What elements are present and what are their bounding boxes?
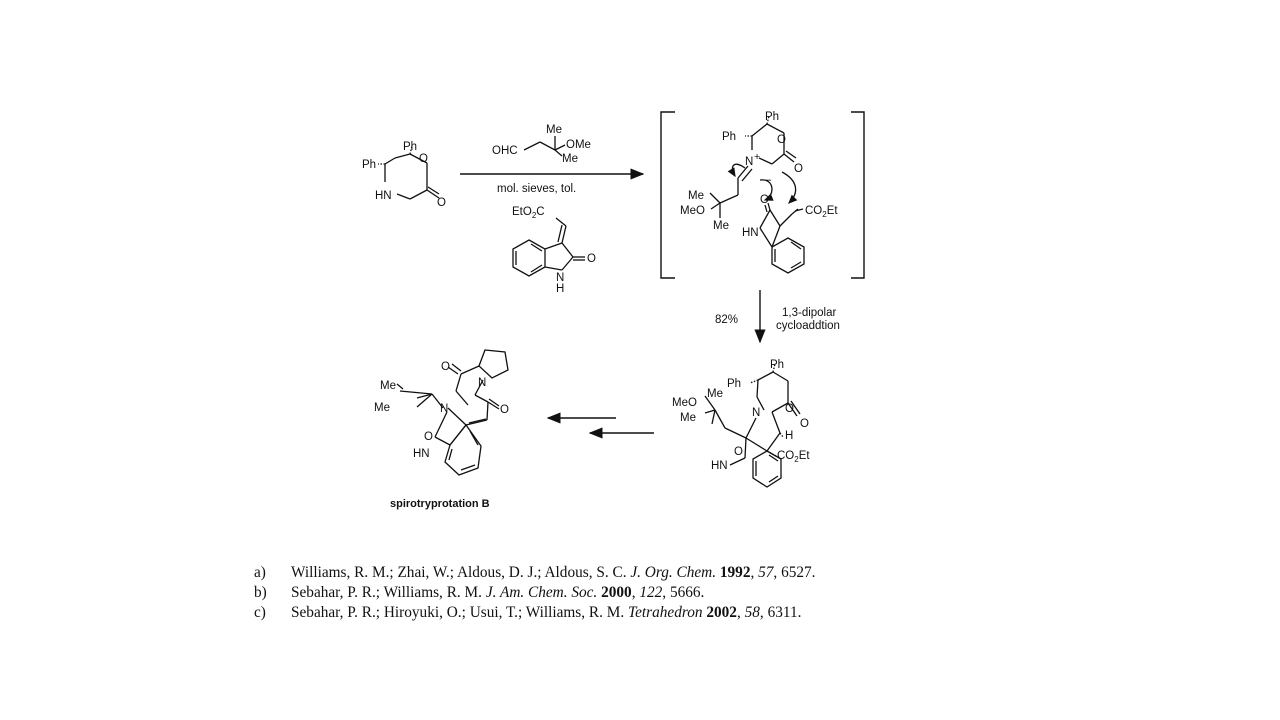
reference-authors: Sebahar, P. R.; Williams, R. M.	[291, 584, 482, 601]
reference-year: 2002	[706, 604, 737, 621]
start-hn: HN	[375, 190, 392, 202]
cycloadduct-structure	[704, 363, 801, 488]
int-o-oxindole: O	[760, 194, 769, 206]
product-o-right: O	[500, 404, 509, 416]
adduct-ph-top: Ph	[770, 359, 784, 371]
int-co2et: CO2Et	[805, 205, 838, 219]
start-o-ring: O	[419, 153, 428, 165]
adduct-meo: MeO	[672, 397, 697, 409]
aldehyde-reagent	[523, 136, 566, 157]
product-o-top: O	[441, 361, 450, 373]
product-me-top: Me	[380, 380, 396, 392]
spirotryprostatin-product	[396, 349, 509, 476]
reference-pages: 6527.	[781, 564, 816, 581]
reference-authors: Sebahar, P. R.; Hiroyuki, O.; Usui, T.; …	[291, 604, 625, 621]
reference-tag: b)	[254, 584, 267, 601]
int-ph-left: Ph	[722, 131, 736, 143]
int-ph-top: Ph	[765, 111, 779, 123]
step2-yield: 82%	[715, 314, 738, 326]
reference-journal: J. Org. Chem.	[630, 564, 717, 581]
aldehyde-me-top: Me	[546, 124, 562, 136]
adduct-ph-left: Ph	[727, 378, 741, 390]
product-o-oxindole: O	[424, 431, 433, 443]
reference-volume: 58	[744, 604, 760, 621]
ylidene-eto2c: EtO2C	[512, 206, 545, 220]
start-o-carbonyl: O	[437, 197, 446, 209]
reference-authors: Williams, R. M.; Zhai, W.; Aldous, D. J.…	[291, 564, 627, 581]
reference-year: 1992	[719, 564, 751, 581]
reference-item: a) Williams, R. M.; Zhai, W.; Aldous, D. …	[254, 564, 816, 581]
reference-pages: 5666.	[669, 584, 705, 601]
product-n-left: N	[440, 403, 448, 415]
aldehyde-me-bottom: Me	[562, 153, 578, 165]
conditions-text: mol. sieves, tol.	[497, 183, 576, 195]
adduct-o-ring: O	[785, 403, 794, 415]
reaction-scheme: Ph Ph O HN O OHC Me OMe Me mol. sieves, …	[362, 111, 865, 510]
reference-volume: 122	[639, 584, 663, 601]
int-hn: HN	[742, 227, 759, 239]
int-meo: MeO	[680, 205, 705, 217]
ylidene-n: N	[556, 272, 564, 284]
int-me-top: Me	[688, 190, 704, 202]
reference-year: 2000	[601, 584, 632, 601]
product-me-bottom: Me	[374, 402, 390, 414]
ylidene-oxindole-reagent	[512, 217, 585, 277]
product-caption: spirotryprotation B	[390, 498, 490, 510]
start-ph-top: Ph	[403, 141, 417, 153]
reference-tag: c)	[254, 604, 266, 621]
int-minus-charge: −	[765, 175, 772, 187]
step2-reaction-line2: cycloaddtion	[776, 320, 840, 332]
adduct-hn: HN	[711, 460, 728, 472]
reference-journal: J. Am. Chem. Soc.	[485, 584, 598, 601]
adduct-n: N	[752, 407, 760, 419]
reference-journal: Tetrahedron	[628, 604, 703, 621]
reference-item: b) Sebahar, P. R.; Williams, R. M. J. Am.…	[254, 584, 705, 601]
int-o-ring: O	[777, 134, 786, 146]
product-n-top: N	[478, 377, 486, 389]
reference-volume: 57	[758, 564, 774, 581]
product-hn: HN	[413, 448, 430, 460]
adduct-me-bottom: Me	[680, 412, 696, 424]
aldehyde-ohc: OHC	[492, 145, 518, 157]
int-n-plus: N	[745, 156, 753, 168]
ylidene-h: H	[556, 283, 564, 295]
reference-item: c) Sebahar, P. R.; Hiroyuki, O.; Usui, T.…	[254, 604, 802, 621]
intermediate-brackets	[660, 111, 865, 279]
reference-pages: 6311.	[767, 604, 802, 621]
adduct-co2et: CO2Et	[777, 450, 810, 464]
adduct-h: H	[785, 430, 793, 442]
starting-morpholinone	[378, 145, 440, 200]
azomethine-ylide-intermediate	[709, 115, 805, 274]
adduct-o-oxindole: O	[734, 446, 743, 458]
adduct-o-carbonyl: O	[800, 418, 809, 430]
adduct-me-top: Me	[707, 388, 723, 400]
ylidene-o: O	[587, 253, 596, 265]
reference-list: a) Williams, R. M.; Zhai, W.; Aldous, D. …	[254, 563, 816, 623]
aldehyde-ome: OMe	[566, 139, 591, 151]
start-ph-left: Ph	[362, 159, 376, 171]
int-me-bottom: Me	[713, 220, 729, 232]
int-o-carbonyl: O	[794, 163, 803, 175]
step2-reaction-line1: 1,3-dipolar	[782, 307, 837, 319]
int-plus-charge: +	[754, 151, 760, 163]
reference-tag: a)	[254, 564, 266, 581]
